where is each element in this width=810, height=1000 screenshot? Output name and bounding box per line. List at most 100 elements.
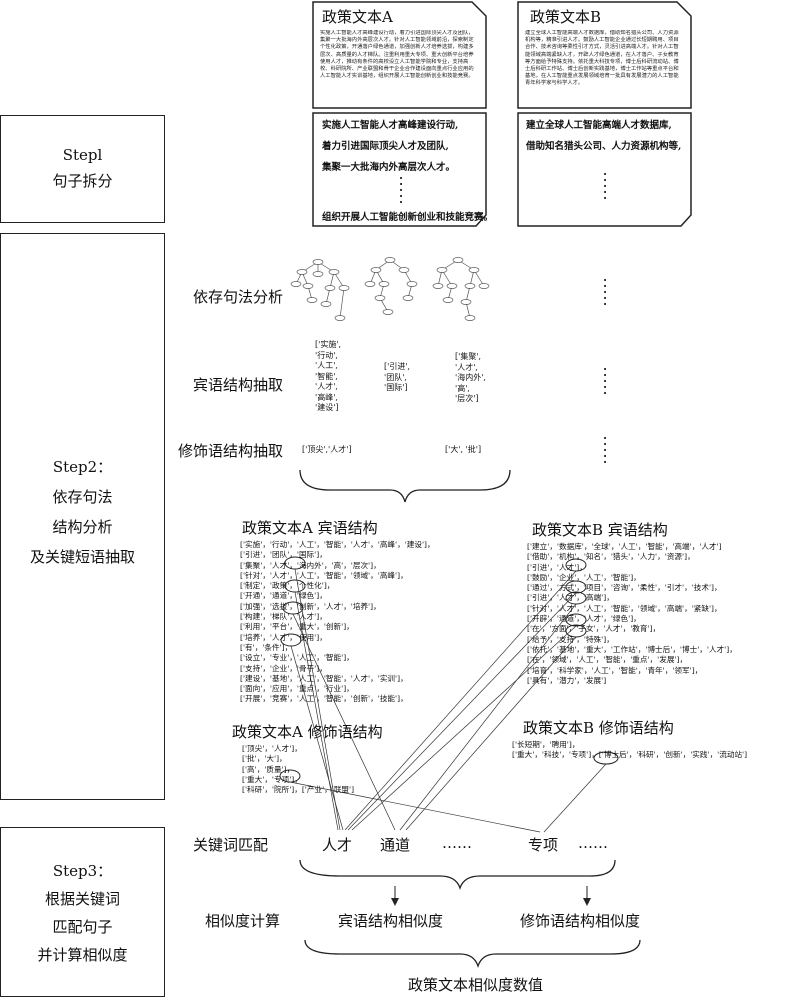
dependency-b-ellipsis: ····· <box>603 274 607 311</box>
mod-similarity: 修饰语结构相似度 <box>520 912 641 930</box>
dependency-tree-2 <box>364 257 418 315</box>
dependency-tree-1 <box>290 259 350 321</box>
objA-row: ['培养'，'人才'，'使用']， <box>240 632 327 642</box>
modifier-b-ellipsis: ····· <box>603 432 607 469</box>
object-column-1: ['实施','行动', '人工','智能', '人才','高峰', '建设'] <box>315 340 342 412</box>
modA-row: ['重大'，'专项']， <box>242 774 302 784</box>
step2-box: Step2： 依存句法 结构分析 及关键短语抽取 <box>0 233 165 800</box>
modB-row: ['重大'，'科技'，'专项']，['博士后'，'科研'，'创新'，'实践'，'… <box>512 750 748 760</box>
obj-b-list: ['建立'，'数据库'，'全球'，'人工'，'智能'，'高端'，'人才']['借… <box>527 542 737 686</box>
objB-row: ['引进'，'人才']， <box>527 562 587 572</box>
step3-line3: 并计算相似度 <box>37 946 128 964</box>
objA-row: ['构建'，'梯队'，'人才']， <box>240 612 327 622</box>
label-dependency: 依存句法分析 <box>193 288 284 306</box>
keyword-match-lines <box>289 568 607 833</box>
doc-a-page-outline <box>312 1 487 109</box>
objA-row: ['实施'，'行动'，'人工'，'智能'，'人才'，'高峰'，'建设']， <box>240 540 435 549</box>
step2-line1: 依存句法 <box>52 488 113 506</box>
brace-keywords <box>299 859 616 891</box>
modA-row: ['高'，'质量']， <box>242 764 295 774</box>
objB-row: ['在'，'方面'，'子女'，'人才'，'教育']， <box>527 624 661 634</box>
step1-desc: 句子拆分 <box>52 172 113 190</box>
doc-b-title: 政策文本B <box>530 8 602 26</box>
objA-row: ['集聚'，'人才'，'海内外'，'高'，'层次']， <box>240 560 381 570</box>
sentence-a-4: 组织开展人工智能创新创业和技能竞赛。 <box>322 212 494 223</box>
doc-b-page-outline <box>517 1 692 109</box>
sentence-b-1: 建立全球人工智能高端人才数据库, <box>526 120 672 131</box>
mod-a-title: 政策文本A 修饰语结构 <box>232 723 383 741</box>
objA-row: ['针对'，'人才'，'人工'，'智能'，'领域'，'高峰']， <box>240 570 408 580</box>
mod-b-list: ['长短期'，'聘用']，['重大'，'科技'，'专项']，['博士后'，'科研… <box>512 740 747 761</box>
modA-row: ['批'，'大']， <box>242 754 287 764</box>
objA-row: ['设立'，'专业'，'人工'，'智能']， <box>240 653 354 663</box>
sentence-a-3: 集聚一大批海内外高层次人才。 <box>322 162 456 173</box>
objB-row: ['给予'，'支持'，'特殊']， <box>527 634 614 644</box>
objA-row: ['制定'，'政策'，'个性化']， <box>240 581 335 591</box>
sentence-b-ellipsis: ····· <box>603 168 607 205</box>
step3-line2: 匹配句子 <box>52 918 113 936</box>
sentence-a-1: 实施人工智能人才高峰建设行动, <box>322 120 459 131</box>
objA-row: ['建设'，'基地'，'人工'，'智能'，'人才'，'实训']， <box>240 673 408 683</box>
obj-b-title: 政策文本B 宾语结构 <box>532 521 668 539</box>
label-keyword-match: 关键词匹配 <box>193 836 269 854</box>
objB-row: ['建立'，'数据库'，'全球'，'人工'，'智能'，'高端'，'人才'] <box>527 542 722 551</box>
objA-row: ['开展'，'竞赛'，'人工'，'智能'，'创新'，'技能']， <box>240 694 408 704</box>
label-similarity-calc: 相似度计算 <box>205 912 281 930</box>
objB-row: ['依托'，'基地'，'重大'，'工作站'，'博士后'，'博士'，'人才']， <box>527 644 737 654</box>
label-modifier-extract: 修饰语结构抽取 <box>178 442 284 460</box>
keyword-ellipsis-1: …… <box>442 834 472 852</box>
objB-row: ['具有'，'潜力'，'发展'] <box>527 675 607 685</box>
step1-box: Stepl 句子拆分 <box>0 115 165 223</box>
keyword-ellipsis-2: …… <box>578 834 608 852</box>
sent-b-page-outline <box>517 112 692 227</box>
objB-row: ['在'，'领域'，'人工'，'智能'，'重点'，'发展']， <box>527 655 688 665</box>
obj-similarity: 宾语结构相似度 <box>338 912 444 930</box>
object-column-2: ['引进','团队', '国际'] <box>384 362 411 392</box>
objB-row: ['借助'，'机构'，'知名'，'猎头'，'人力'，'资源']， <box>527 552 695 562</box>
objA-row: ['引进'，'团队'，'国际']， <box>240 550 327 560</box>
dependency-tree-3 <box>432 257 490 321</box>
modifier-item-1: ['顶尖','人才'] <box>302 445 352 454</box>
objA-row: ['支持'，'企业'，'骨干']， <box>240 663 327 673</box>
sentence-a-2: 着力引进国际顶尖人才及团队, <box>322 141 449 152</box>
brace-step2 <box>299 469 511 503</box>
doc-a-body: 实施人工智能人才高峰建设行动，着力引进国际顶尖人才及团队，集聚一大批海内外高层次… <box>320 30 474 80</box>
doc-b-body: 建立全球人工智能高端人才数据库，借助知名猎头公司、人力资源机构等，精准引进人才。… <box>525 30 679 87</box>
objA-row: ['利用'，'平台'，'重大'，'创新']， <box>240 622 354 632</box>
modA-row: ['顶尖'，'人才']， <box>242 744 302 753</box>
objA-row: ['开通'，'通道'，'绿色']， <box>240 591 327 601</box>
step3-box: Step3： 根据关键词 匹配句子 并计算相似度 <box>0 827 165 997</box>
objB-row: ['针对'，'人才'，'人工'，'智能'，'领域'，'高端'，'紧缺']， <box>527 603 722 613</box>
brace-similarity <box>304 939 641 969</box>
objA-row: ['面向'，'应用'，'重点'，'行业']， <box>240 684 354 694</box>
label-object-extract: 宾语结构抽取 <box>193 376 284 394</box>
objB-row: ['培育'，'科学家'，'人工'，'智能'，'青年'，'领军']， <box>527 665 703 675</box>
objB-row: ['通过'，'方式'，'项目'，'咨询'，'柔性'，'引才'，'技术']， <box>527 583 722 593</box>
objA-row: ['加强'，'选拔'，'创新'，'人才'，'培养']， <box>240 601 381 611</box>
final-similarity-value: 政策文本相似度数值 <box>408 976 544 994</box>
objB-row: ['开辟'，'通道'，'人才'，'绿色']， <box>527 614 641 624</box>
obj-a-title: 政策文本A 宾语结构 <box>242 519 378 537</box>
doc-a-title: 政策文本A <box>322 8 393 26</box>
sentence-a-ellipsis: ····· <box>399 172 403 209</box>
keyword-2: 通道 <box>380 836 411 854</box>
step2-line3: 及关键短语抽取 <box>29 548 135 566</box>
sent-a-page-outline <box>312 112 487 227</box>
mod-a-list: ['顶尖'，'人才']，['批'，'大']，['高'，'质量']，['重大'，'… <box>242 744 354 795</box>
mod-b-title: 政策文本B 修饰语结构 <box>523 719 674 737</box>
object-column-3: ['集聚','人才', '海内外','高', '层次'] <box>455 352 486 403</box>
obj-a-list: ['实施'，'行动'，'人工'，'智能'，'人才'，'高峰'，'建设']，['引… <box>240 540 435 705</box>
step2-title: Step2： <box>52 458 113 476</box>
step3-line1: 根据关键词 <box>44 890 120 908</box>
keyword-3: 专项 <box>528 836 559 854</box>
modA-row: ['科研'，'院所']，['产业'，'联盟'] <box>242 785 355 795</box>
keyword-1: 人才 <box>322 836 353 854</box>
objA-row: ['有'，'条件']， <box>240 642 293 652</box>
objB-row: ['鼓励'，'企业'，'人工'，'智能']， <box>527 572 641 582</box>
step3-title: Step3： <box>52 862 113 880</box>
modB-row: ['长短期'，'聘用']， <box>512 740 580 749</box>
objB-row: ['引进'，'人才'，'高端']， <box>527 593 614 603</box>
object-b-ellipsis: ····· <box>603 363 607 400</box>
